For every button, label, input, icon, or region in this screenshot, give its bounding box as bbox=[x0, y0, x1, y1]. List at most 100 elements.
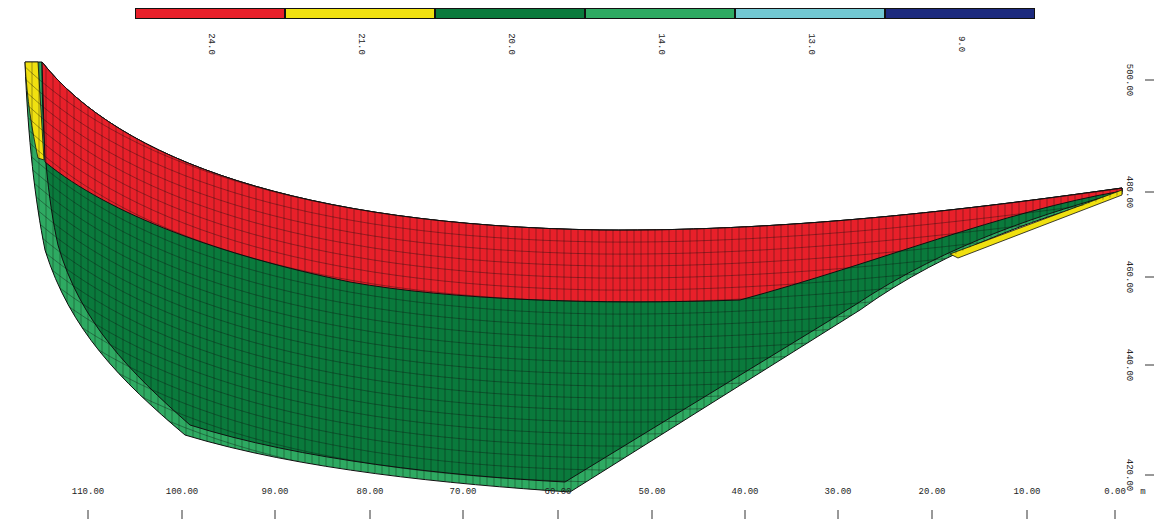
mesh-line bbox=[893, 55, 894, 500]
mesh-line bbox=[711, 55, 712, 500]
mesh-line bbox=[74, 55, 75, 500]
legend-value: 24.0 bbox=[206, 33, 215, 55]
mesh-line bbox=[991, 55, 992, 500]
legend-value: 21.0 bbox=[356, 33, 365, 55]
tick bbox=[275, 510, 276, 519]
mesh-line bbox=[249, 55, 250, 500]
mesh-line bbox=[20, 242, 1125, 410]
mesh-line bbox=[508, 55, 509, 500]
tick bbox=[1145, 192, 1154, 193]
mesh-line bbox=[732, 55, 733, 500]
mesh-line bbox=[837, 55, 838, 500]
mesh-line bbox=[655, 55, 656, 500]
mesh-line bbox=[20, 266, 1125, 434]
mesh-line bbox=[914, 55, 915, 500]
mesh-line bbox=[20, 134, 1125, 302]
legend-value: 9.0 bbox=[956, 36, 965, 52]
mesh-line bbox=[438, 55, 439, 500]
mesh-line bbox=[494, 55, 495, 500]
mesh-line bbox=[291, 55, 292, 500]
mesh-line bbox=[179, 55, 180, 500]
mesh-line bbox=[501, 55, 502, 500]
mesh-line bbox=[172, 55, 173, 500]
mesh-line bbox=[746, 55, 747, 500]
mesh-line bbox=[1019, 55, 1020, 500]
mesh-line bbox=[263, 55, 264, 500]
tick bbox=[1027, 510, 1028, 519]
mesh-line bbox=[20, 314, 1125, 482]
mesh-line bbox=[284, 55, 285, 500]
mesh-line bbox=[739, 55, 740, 500]
mesh-line bbox=[207, 55, 208, 500]
tick bbox=[463, 510, 464, 519]
mesh-line bbox=[20, 110, 1125, 278]
mesh-line bbox=[20, 302, 1125, 470]
mesh-line bbox=[277, 55, 278, 500]
mesh-line bbox=[697, 55, 698, 500]
mesh-line bbox=[1075, 55, 1076, 500]
mesh-line bbox=[1005, 55, 1006, 500]
distance-label: 110.00 bbox=[72, 488, 104, 497]
mesh-line bbox=[1012, 55, 1013, 500]
mesh-line bbox=[347, 55, 348, 500]
mesh-line bbox=[487, 55, 488, 500]
distance-label: 60.00 bbox=[544, 488, 571, 497]
mesh-line bbox=[1061, 55, 1062, 500]
mesh-line bbox=[53, 55, 54, 500]
mesh-line bbox=[20, 74, 1125, 242]
mesh-line bbox=[529, 55, 530, 500]
tick bbox=[838, 510, 839, 519]
legend-value: 20.0 bbox=[506, 33, 515, 55]
mesh-line bbox=[753, 55, 754, 500]
elevation-label: 420.00 bbox=[1124, 459, 1133, 491]
mesh-line bbox=[20, 170, 1125, 338]
mesh-line bbox=[949, 55, 950, 500]
mesh-line bbox=[256, 55, 257, 500]
tick bbox=[932, 510, 933, 519]
mesh-line bbox=[823, 55, 824, 500]
legend-swatch bbox=[135, 8, 285, 19]
mesh-line bbox=[1040, 55, 1041, 500]
tick bbox=[1145, 277, 1154, 278]
mesh-line bbox=[935, 55, 936, 500]
mesh-line bbox=[20, 122, 1125, 290]
elevation-label: 480.00 bbox=[1124, 176, 1133, 208]
mesh-line bbox=[20, 182, 1125, 350]
mesh-line bbox=[557, 55, 558, 500]
mesh-line bbox=[39, 55, 40, 500]
legend-value: 14.0 bbox=[656, 33, 665, 55]
legend-swatch bbox=[435, 8, 585, 19]
mesh-line bbox=[340, 55, 341, 500]
mesh-line bbox=[67, 55, 68, 500]
mesh-line bbox=[963, 55, 964, 500]
tick bbox=[558, 510, 559, 519]
mesh-line bbox=[522, 55, 523, 500]
mesh-line bbox=[137, 55, 138, 500]
mesh-line bbox=[298, 55, 299, 500]
mesh-line bbox=[20, 194, 1125, 362]
mesh-line bbox=[151, 55, 152, 500]
mesh-line bbox=[718, 55, 719, 500]
core-zone bbox=[42, 62, 1122, 482]
mesh-line bbox=[95, 55, 96, 500]
mesh-line bbox=[123, 55, 124, 500]
distance-label: 0.00 bbox=[1104, 488, 1126, 497]
mesh-line bbox=[417, 55, 418, 500]
mesh-line bbox=[326, 55, 327, 500]
mesh-line bbox=[942, 55, 943, 500]
mesh-line bbox=[1096, 55, 1097, 500]
mesh-line bbox=[1047, 55, 1048, 500]
mesh-line bbox=[816, 55, 817, 500]
mesh-line bbox=[445, 55, 446, 500]
elevation-label: 500.00 bbox=[1124, 64, 1133, 96]
mesh-line bbox=[25, 55, 26, 500]
mesh-line bbox=[361, 55, 362, 500]
mesh-line bbox=[242, 55, 243, 500]
mesh-line bbox=[515, 55, 516, 500]
distance-label: 20.00 bbox=[918, 488, 945, 497]
mesh-line bbox=[767, 55, 768, 500]
mesh-line bbox=[970, 55, 971, 500]
mesh-line bbox=[158, 55, 159, 500]
mesh-line bbox=[620, 55, 621, 500]
mesh-line bbox=[795, 55, 796, 500]
